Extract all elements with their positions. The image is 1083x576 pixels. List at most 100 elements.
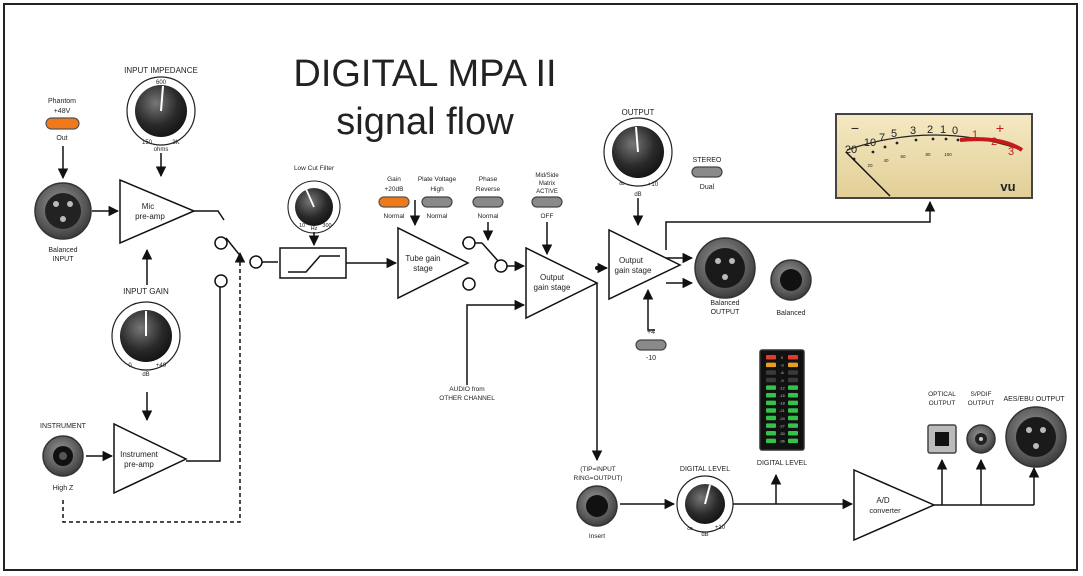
phantom-switch[interactable] [45, 117, 80, 130]
led-segment-right [788, 393, 798, 398]
aes-label: AES/EBU OUTPUT [1003, 396, 1065, 403]
stereo-switch[interactable] [691, 166, 723, 178]
plate-value: High [430, 186, 444, 193]
phantom-label: Phantom [48, 98, 76, 105]
vu-percent-label: 100 [944, 152, 952, 157]
dl-10-label: +10 [715, 525, 726, 531]
vu-scale-tick [895, 141, 899, 145]
vu-scale-tick [871, 150, 875, 154]
vu-scale-red-label: 2 [991, 136, 997, 148]
vu-scale-tick [883, 145, 887, 149]
audio-from-label-2: OTHER CHANNEL [439, 395, 495, 402]
input-impedance-label: INPUT IMPEDANCE [124, 66, 198, 75]
vu-percent-label: 40 [883, 158, 889, 163]
led-segment-right [788, 431, 798, 436]
phase-switch-group: Phase Reverse Normal [472, 176, 504, 242]
led-segment-left [766, 431, 776, 436]
plate-voltage-switch-group: Plate Voltage High Normal [418, 176, 457, 220]
balanced-output-xlr: Balanced OUTPUT [694, 237, 756, 316]
plate-voltage-switch[interactable] [421, 196, 453, 208]
phase-terminal-normal [462, 236, 476, 250]
led-segment-left [766, 377, 776, 383]
led-segment-right [788, 355, 798, 360]
vu-scale-label: 7 [879, 132, 885, 144]
input-gain-knob-group: INPUT GAIN 0 +40 dB [111, 248, 181, 422]
gain-switch-label: Gain [387, 176, 401, 183]
led-row-label: 0 [781, 356, 783, 360]
high-z-detect-line [62, 251, 246, 523]
led-row-label: -3 [780, 364, 783, 368]
led-segment-left [766, 408, 776, 413]
led-row-label: -36 [779, 440, 785, 444]
led-segment-left [766, 370, 776, 375]
led-segment-left [766, 355, 776, 360]
plus4-label: +4 [647, 329, 655, 336]
optical-label-1: OPTICAL [928, 391, 956, 398]
title-line-2: signal flow [336, 101, 514, 143]
mid-side-switch-group: Mid/Side Matrix ACTIVE OFF [531, 173, 563, 256]
title-line-1: DIGITAL MPA II [293, 53, 557, 95]
led-segment-right [788, 438, 798, 444]
bal-output-label-2: OUTPUT [711, 309, 741, 316]
gain-40-label: +40 [156, 363, 167, 369]
instrument-preamp: Instrument pre-amp [113, 422, 188, 495]
input-gain-label: INPUT GAIN [123, 287, 169, 296]
audio-from-label-1: AUDIO from [449, 386, 484, 393]
led-row-label: -15 [779, 394, 785, 398]
out2-label-2: gain stage [615, 266, 652, 275]
dl-db-label: dB [701, 532, 708, 538]
vu-percent-label: 60 [900, 154, 906, 159]
output-label: OUTPUT [622, 108, 655, 117]
vu-percent-label: 80 [925, 152, 931, 157]
optical-output: OPTICAL OUTPUT [927, 391, 957, 454]
led-row-label: -6 [780, 371, 783, 375]
phantom-out-label: Out [56, 135, 67, 142]
digital-level-meter-label: DIGITAL LEVEL [757, 460, 807, 467]
led-segment-right [788, 385, 798, 390]
aes-ebu-output: AES/EBU OUTPUT [1003, 396, 1067, 468]
instrument-jack-group: INSTRUMENT High Z [40, 423, 114, 492]
tip-ring-label-2: RING=OUTPUT) [574, 475, 623, 482]
vu-scale-tick [931, 137, 935, 141]
low-cut-label: Low Cut Filter [294, 165, 335, 172]
led-segment-right [788, 415, 798, 421]
output-gain-stage-2: Output gain stage [608, 228, 682, 301]
level-switch[interactable] [635, 339, 667, 351]
phantom-voltage-label: +48V [54, 108, 71, 115]
balanced-jack-label: Balanced [776, 310, 805, 317]
minus10-label: -10 [646, 355, 656, 362]
led-segment-left [766, 415, 776, 421]
vu-scale-label: 3 [910, 125, 916, 137]
led-row-label: -18 [779, 402, 785, 406]
instrument-label: INSTRUMENT [40, 423, 87, 430]
out-10-label: +10 [648, 182, 659, 188]
vu-minus-sign: − [851, 120, 859, 136]
led-row-label: -12 [779, 386, 785, 390]
vu-scale-tick [914, 138, 918, 142]
led-segment-left [766, 385, 776, 390]
led-segment-right [788, 370, 798, 375]
vu-scale-tick [956, 138, 960, 142]
ad-label-1: A/D [876, 496, 890, 505]
high-z-label: High Z [53, 485, 74, 492]
led-segment-right [788, 362, 798, 368]
vu-scale-label: 1 [940, 124, 946, 136]
tube-label-1: Tube gain [405, 254, 440, 263]
phase-normal: Normal [478, 213, 500, 220]
lc-10-label: 10 [299, 223, 305, 229]
spdif-label-1: S/PDIF [971, 391, 992, 398]
digital-level-knob-label: DIGITAL LEVEL [680, 466, 730, 473]
out-inf-label: ∞ [619, 179, 625, 188]
stereo-switch-group: STEREO Dual [691, 157, 723, 191]
gain-switch[interactable] [378, 196, 410, 208]
phase-switch[interactable] [472, 196, 504, 208]
phantom-switch-group: Phantom +48V Out [45, 98, 80, 180]
led-segment-right [788, 377, 798, 383]
mid-side-switch[interactable] [531, 196, 563, 208]
spdif-label-2: OUTPUT [968, 400, 995, 407]
vu-needle [845, 151, 891, 197]
